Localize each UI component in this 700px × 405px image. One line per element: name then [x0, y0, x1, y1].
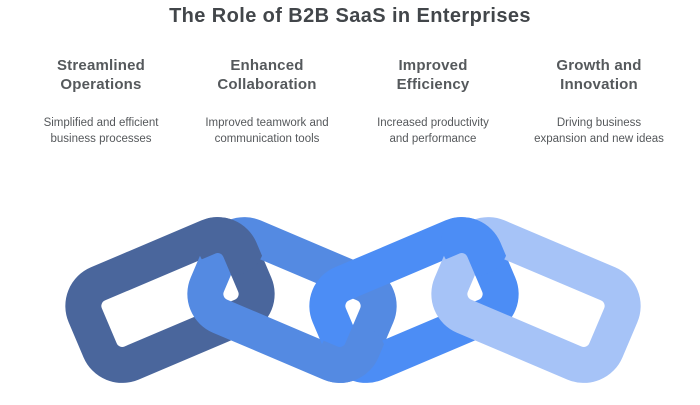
column-heading: Enhanced Collaboration — [217, 57, 317, 93]
feature-columns: Streamlined Operations Simplified and ef… — [26, 57, 674, 147]
chain-link-2 — [187, 217, 397, 383]
column-description: Simplified and efficient business proces… — [43, 116, 159, 145]
column-growth-and-innovation: Growth and Innovation Driving business e… — [524, 57, 674, 147]
chain-link-3 — [309, 217, 519, 383]
column-heading: Improved Efficiency — [396, 57, 470, 93]
chain-weave-joint-2 — [319, 324, 387, 383]
column-description: Increased productivity and performance — [377, 116, 489, 145]
column-heading: Streamlined Operations — [56, 57, 146, 93]
chain-link-1 — [65, 217, 275, 383]
column-enhanced-collaboration: Enhanced Collaboration Improved teamwork… — [192, 57, 342, 147]
chain-weave-joint-1 — [197, 217, 265, 276]
chain-weave-joint-3 — [441, 217, 509, 276]
column-streamlined-operations: Streamlined Operations Simplified and ef… — [26, 57, 176, 147]
chain-link-4 — [431, 217, 641, 383]
column-heading: Growth and Innovation — [556, 57, 642, 93]
column-description: Improved teamwork and communication tool… — [205, 116, 329, 145]
diagram-title: The Role of B2B SaaS in Enterprises — [169, 5, 531, 27]
column-improved-efficiency: Improved Efficiency Increased productivi… — [358, 57, 508, 147]
column-description: Driving business expansion and new ideas — [534, 116, 664, 145]
